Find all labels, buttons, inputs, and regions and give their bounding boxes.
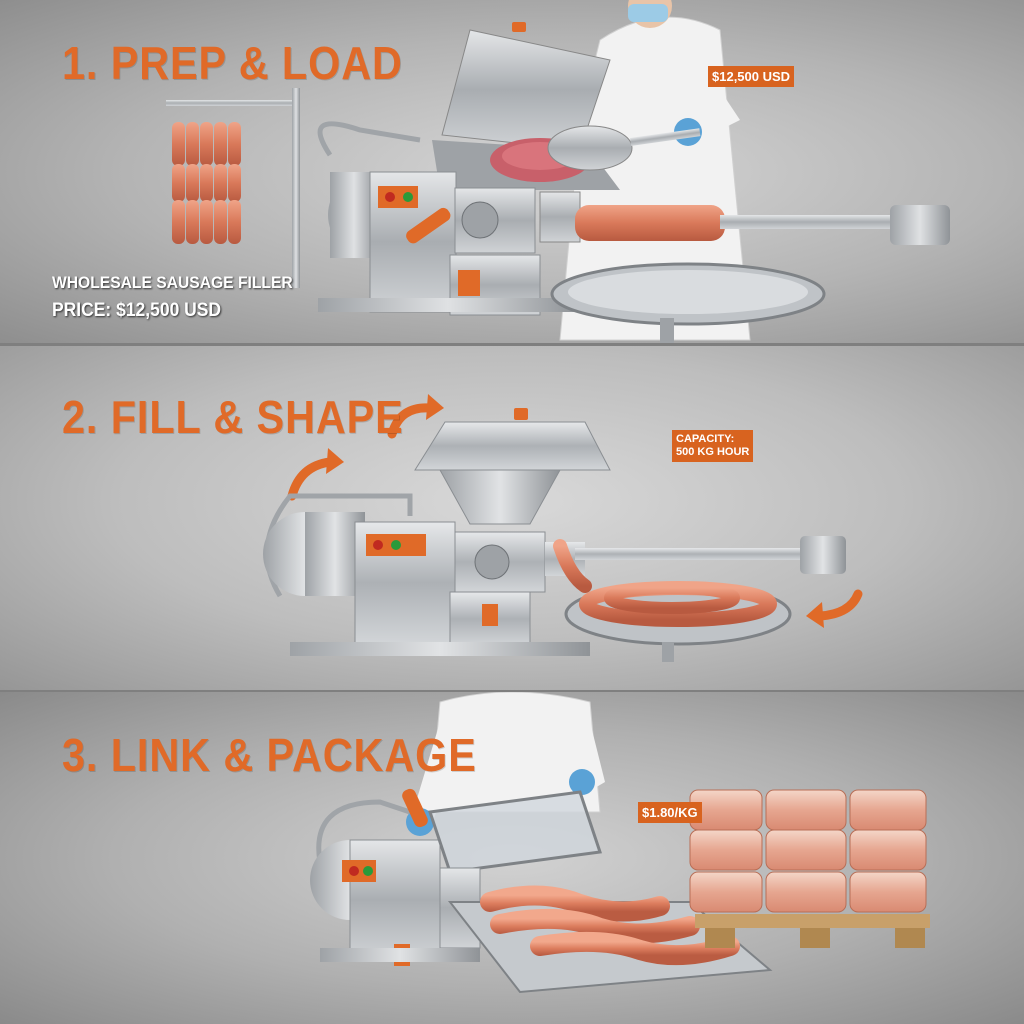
sausage-filler-machine — [263, 493, 590, 656]
panel-divider — [0, 690, 1024, 693]
worker-figure — [559, 0, 751, 341]
sausage-filler-machine — [317, 121, 578, 316]
price-tag: $12,500 USD — [708, 66, 795, 87]
flow-arrow-icon — [287, 457, 335, 501]
sausage-hanging-rack — [166, 88, 300, 288]
capacity-value: 500 KG HOUR — [676, 446, 750, 458]
prep-load-illustration — [166, 0, 950, 344]
price-caption: PRICE: $12,500 USD — [52, 300, 222, 321]
flow-arrow-head-icon — [426, 394, 444, 420]
sausage-tray — [564, 581, 792, 662]
collection-tray — [550, 262, 826, 344]
step-3-title: 3. LINK & PACKAGE — [62, 729, 477, 781]
flow-arrow-icon — [815, 589, 863, 621]
product-caption: WHOLESALE SAUSAGE FILLER — [52, 273, 293, 292]
hopper — [414, 408, 611, 525]
capacity-tag: CAPACITY: 500 KG HOUR — [672, 430, 754, 462]
step-3-panel: 3. LINK & PACKAGE $1.80/KG — [0, 692, 1024, 1024]
panel-divider — [0, 343, 1024, 346]
fill-shape-illustration — [263, 394, 863, 662]
step-1-panel: 1. PREP & LOAD $12,500 USD WHOLESALE SAU… — [0, 0, 1024, 344]
flow-arrow-head-icon — [806, 602, 824, 628]
capacity-label: CAPACITY: — [676, 433, 735, 445]
worker-figure — [406, 692, 605, 836]
price-per-kg-tag: $1.80/KG — [638, 802, 702, 823]
step-2-panel: 2. FILL & SHAPE CAPACITY: 500 KG HOUR — [0, 346, 1024, 690]
packaged-sausage-pallet — [689, 789, 930, 948]
flow-arrow-icon — [387, 403, 435, 439]
link-package-illustration — [310, 692, 930, 994]
step-2-title: 2. FILL & SHAPE — [62, 391, 404, 443]
hopper-lid — [432, 22, 701, 190]
conveyor-table — [447, 885, 773, 994]
flow-arrow-head-icon — [326, 448, 344, 474]
filling-nozzle — [539, 191, 950, 245]
filling-nozzle — [545, 536, 846, 593]
step-1-title: 1. PREP & LOAD — [62, 37, 403, 89]
